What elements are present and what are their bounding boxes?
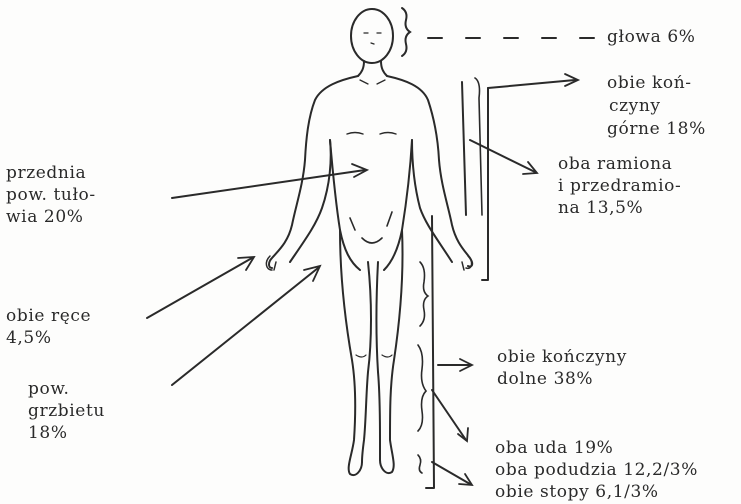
- figure-right-leg-inner: [377, 262, 381, 460]
- label-back-line-2: grzbietu: [28, 400, 105, 422]
- lower-limb-bracket: [426, 216, 434, 488]
- figure-right-leg: [380, 230, 403, 473]
- label-upper-limbs-line-3: górne 18%: [607, 118, 706, 141]
- label-thighs: oba uda 19%: [495, 438, 613, 458]
- upper-limb-bracket-outer: [482, 88, 488, 280]
- label-hands-line-1: obie ręce: [6, 305, 91, 327]
- label-back-line-1: pow.: [28, 378, 105, 400]
- label-back: pow. grzbietu 18%: [28, 378, 105, 444]
- figure-chest: [347, 133, 396, 135]
- figure-torso-right: [384, 140, 412, 270]
- label-lower-limbs-line-2: dolne 38%: [497, 368, 627, 390]
- figure-clavicles: [360, 80, 385, 84]
- label-lower-limbs-line-1: obie kończyny: [497, 346, 627, 368]
- figure-knees: [356, 355, 392, 357]
- feet-arrow: [432, 462, 470, 484]
- label-upper-limbs-line-2: czyny: [607, 95, 706, 118]
- label-front-trunk-line-2: pow. tuło-: [6, 184, 96, 206]
- figure-left-arm-inner: [290, 140, 331, 262]
- label-arms-line-2: i przedramio-: [558, 175, 681, 197]
- label-shins: oba podudzia 12,2/3%: [495, 460, 698, 480]
- head-brace: [402, 8, 410, 56]
- label-hands-line-2: 4,5%: [6, 327, 91, 349]
- upper-limbs-arrow: [488, 80, 575, 88]
- label-front-trunk-line-3: wia 20%: [6, 206, 96, 228]
- figure-torso-left: [330, 140, 360, 270]
- label-upper-limbs: obie koń- czyny górne 18%: [607, 72, 706, 141]
- label-front-trunk: przednia pow. tuło- wia 20%: [6, 162, 96, 228]
- label-arms-line-1: oba ramiona: [558, 153, 681, 175]
- figure-head: [351, 9, 393, 63]
- thigh-brace: [420, 262, 428, 326]
- figure-groin: [350, 212, 392, 243]
- hands-arrow: [147, 258, 252, 318]
- figure-right-hand: [462, 256, 472, 270]
- figure-face: [364, 33, 381, 44]
- label-front-trunk-line-1: przednia: [6, 162, 96, 184]
- label-feet: obie stopy 6,1/3%: [495, 482, 659, 502]
- label-lower-limbs: obie kończyny dolne 38%: [497, 346, 627, 390]
- label-hands: obie ręce 4,5%: [6, 305, 91, 349]
- label-arms: oba ramiona i przedramio- na 13,5%: [558, 153, 681, 219]
- shin-brace: [418, 345, 426, 431]
- label-head: głowa 6%: [607, 27, 696, 47]
- upper-limb-bracket-inner: [462, 82, 466, 215]
- figure-left-leg: [340, 230, 362, 475]
- thighs-arrow: [432, 390, 466, 440]
- foot-brace: [418, 455, 422, 473]
- figure-left-leg-inner: [362, 262, 371, 462]
- back-arrow: [172, 268, 318, 385]
- label-arms-line-3: na 13,5%: [558, 197, 681, 219]
- label-upper-limbs-line-1: obie koń-: [607, 72, 706, 95]
- label-back-line-3: 18%: [28, 422, 105, 444]
